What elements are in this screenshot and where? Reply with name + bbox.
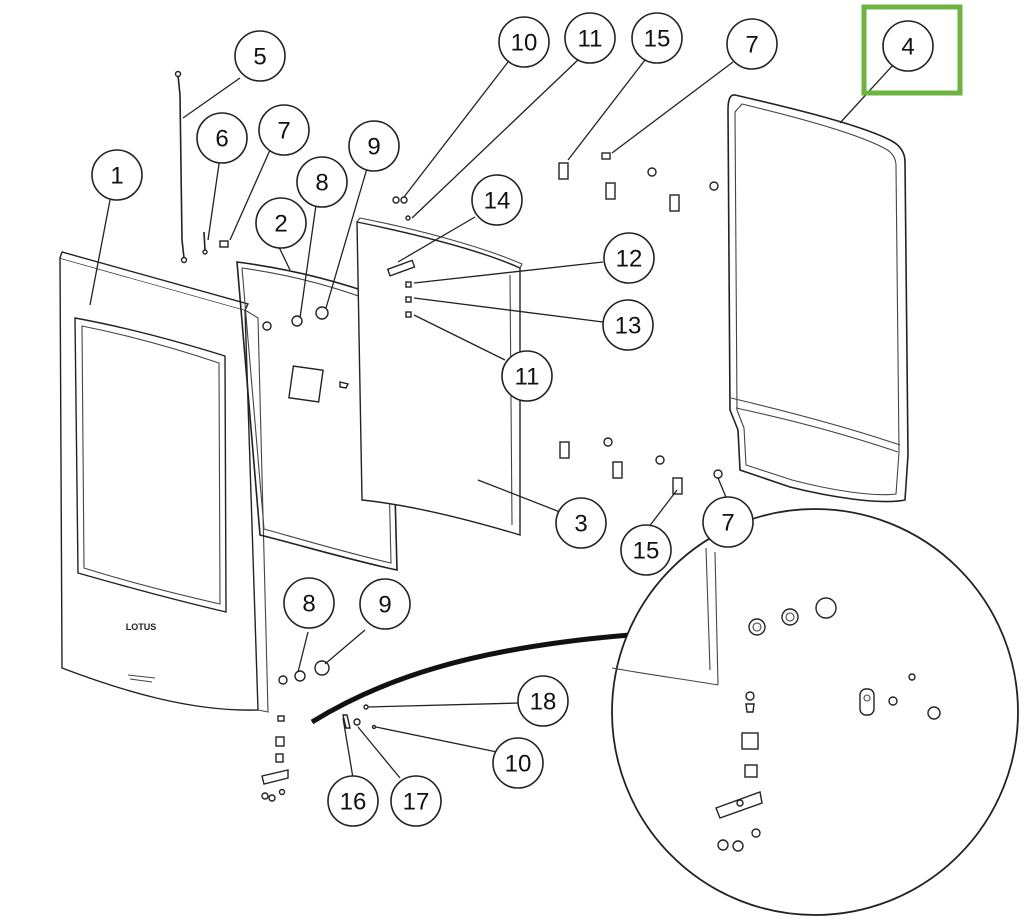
callout-10-upper-label: 10 (511, 30, 538, 57)
clip-part-7-left (219, 240, 229, 248)
rod-part-5 (174, 70, 188, 264)
callout-15-lower: 15 (620, 524, 672, 576)
callout-10-lower: 10 (492, 737, 544, 789)
callout-8-lower-label: 8 (302, 591, 315, 618)
callout-5-label: 5 (253, 44, 266, 71)
callout-11-lower: 11 (501, 350, 553, 402)
callout-8-lower: 8 (283, 577, 335, 629)
callout-6-label: 6 (215, 126, 228, 153)
detail-magnifier (611, 508, 1019, 916)
callout-4-label: 4 (901, 34, 914, 61)
callout-11-upper-label: 11 (578, 26, 603, 53)
callout-11-lower-label: 11 (515, 364, 540, 391)
callout-14: 14 (471, 174, 523, 226)
leader-lines (89, 57, 894, 779)
callout-6: 6 (196, 112, 248, 164)
callout-7-upper-label: 7 (745, 32, 758, 59)
callout-2: 2 (255, 197, 307, 249)
callout-13: 13 (602, 299, 654, 351)
callout-2-label: 2 (274, 211, 287, 238)
callout-12: 12 (603, 232, 655, 284)
hinge-brackets-upper (558, 152, 719, 212)
callout-15-upper: 15 (631, 12, 683, 64)
callout-8-upper-label: 8 (315, 170, 328, 197)
callout-8-upper: 8 (296, 156, 348, 208)
callout-15-upper-label: 15 (644, 26, 671, 53)
callout-10-lower-label: 10 (505, 751, 532, 778)
detail-pointer-curve (310, 632, 631, 725)
bottom-hardware-center (342, 704, 377, 730)
bottom-hardware-left (261, 660, 330, 802)
callout-13-label: 13 (615, 313, 642, 340)
callout-14-label: 14 (484, 188, 511, 215)
callout-9-upper-label: 9 (367, 134, 380, 161)
callout-16-label: 16 (340, 789, 367, 816)
callout-4: 4 (861, 4, 963, 96)
door-frame-part-1: LOTUS (59, 251, 269, 713)
callout-7-left-label: 7 (277, 118, 290, 145)
callout-9-lower-label: 9 (378, 592, 391, 619)
brand-logo-text: LOTUS (126, 622, 157, 632)
callout-3-label: 3 (574, 511, 587, 538)
callout-16: 16 (327, 775, 379, 827)
callout-3: 3 (555, 497, 607, 549)
callout-1-label: 1 (110, 163, 123, 190)
gasket-frame-part-2 (236, 261, 398, 571)
callout-12-label: 12 (616, 246, 643, 273)
callout-18: 18 (517, 675, 569, 727)
pin-part-6 (202, 231, 208, 255)
callout-7-detail-label: 7 (721, 510, 734, 537)
callout-9-lower: 9 (359, 578, 411, 630)
callout-5: 5 (234, 30, 286, 82)
callout-17-label: 17 (403, 789, 430, 816)
callout-10-upper: 10 (498, 16, 550, 68)
hinge-brackets-lower (559, 437, 723, 495)
callout-9-upper: 9 (348, 120, 400, 172)
rear-frame-part-4 (727, 94, 909, 503)
callout-11-upper: 11 (564, 12, 616, 64)
callout-15-lower-label: 15 (633, 538, 660, 565)
callout-18-label: 18 (530, 689, 557, 716)
callout-7-left: 7 (258, 104, 310, 156)
callout-7-upper: 7 (726, 18, 778, 70)
highlight-box (861, 4, 963, 96)
glass-panel-part-3 (356, 196, 523, 536)
callout-17: 17 (390, 775, 442, 827)
callout-7-detail: 7 (702, 496, 754, 548)
callout-1: 1 (91, 149, 143, 201)
